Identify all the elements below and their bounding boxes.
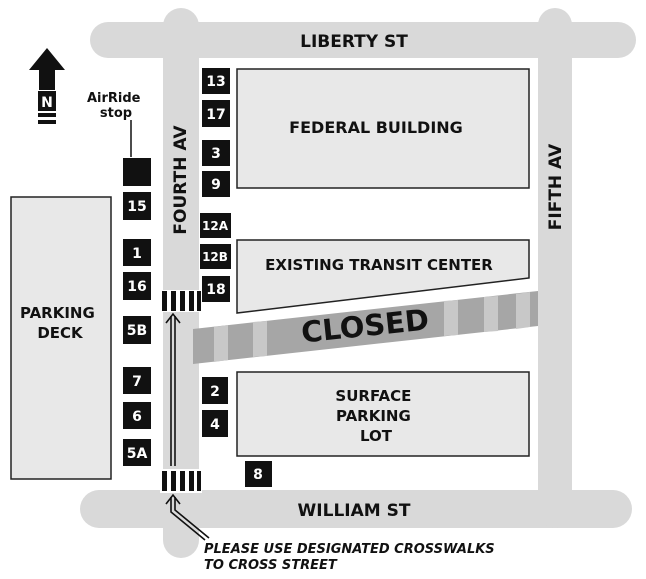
stop-3: 3 bbox=[211, 146, 221, 162]
surface-lot-label: SURFACE PARKING LOT bbox=[335, 387, 416, 445]
closed-stripe bbox=[214, 325, 228, 362]
closed-road: CLOSED bbox=[193, 291, 538, 364]
airride-stop-marker bbox=[123, 158, 151, 186]
closed-stripe bbox=[253, 321, 267, 357]
liberty-st-label: LIBERTY ST bbox=[300, 32, 408, 52]
stop-2: 2 bbox=[210, 384, 220, 400]
buildings: FEDERAL BUILDING EXISTING TRANSIT CENTER… bbox=[10, 68, 530, 480]
airride-stop: AirRide stop bbox=[87, 91, 151, 186]
surface-lot-line-1: SURFACE bbox=[335, 387, 411, 405]
stop-16: 16 bbox=[127, 279, 146, 295]
airride-line-2: stop bbox=[100, 106, 132, 121]
stop-13: 13 bbox=[206, 74, 225, 90]
bus-stops-west: 15 1 16 5B 7 6 5A bbox=[123, 192, 151, 466]
closed-label: CLOSED bbox=[299, 302, 430, 349]
liberty-st-road bbox=[90, 22, 636, 58]
airride-label: AirRide stop bbox=[87, 91, 145, 121]
crosswalk-note-text: PLEASE USE DESIGNATED CROSSWALKS TO CROS… bbox=[204, 542, 499, 573]
stop-7: 7 bbox=[132, 374, 142, 390]
crosswalk-note-line-2: TO CROSS STREET bbox=[204, 558, 338, 573]
bus-stops-east: 13 17 3 9 12A 12B 18 2 4 8 bbox=[200, 68, 272, 487]
fifth-av-road bbox=[538, 8, 572, 528]
fifth-av-label: FIFTH AV bbox=[546, 143, 566, 230]
existing-transit-center bbox=[236, 239, 530, 314]
crosswalk-note-line-1: PLEASE USE DESIGNATED CROSSWALKS bbox=[204, 542, 495, 557]
transit-center-label: EXISTING TRANSIT CENTER bbox=[265, 256, 493, 274]
stop-12a: 12A bbox=[202, 219, 229, 233]
stop-8: 8 bbox=[253, 467, 263, 483]
fourth-av-road bbox=[163, 8, 199, 558]
roads bbox=[80, 8, 636, 558]
fourth-av-label: FOURTH AV bbox=[171, 125, 191, 235]
stop-17: 17 bbox=[206, 107, 225, 123]
parking-deck-line-2: DECK bbox=[37, 324, 84, 342]
stop-9: 9 bbox=[211, 177, 221, 193]
closed-stripe bbox=[516, 292, 530, 329]
north-arrow-icon: N bbox=[29, 48, 65, 124]
william-st-road bbox=[80, 490, 632, 528]
surface-lot-line-3: LOT bbox=[360, 427, 393, 445]
william-st-label: WILLIAM ST bbox=[298, 501, 411, 521]
parking-deck-line-1: PARKING bbox=[20, 304, 95, 322]
stop-12b: 12B bbox=[202, 250, 228, 264]
crosswalk-note: PLEASE USE DESIGNATED CROSSWALKS TO CROS… bbox=[204, 542, 499, 573]
stop-6: 6 bbox=[132, 409, 142, 425]
federal-building bbox=[236, 68, 530, 189]
surface-lot-line-2: PARKING bbox=[336, 407, 411, 425]
crosswalk-path bbox=[165, 312, 210, 541]
street-labels: LIBERTY ST WILLIAM ST FOURTH AV FIFTH AV bbox=[171, 32, 566, 521]
closed-stripe bbox=[484, 296, 498, 332]
airride-line-1: AirRide bbox=[87, 91, 141, 106]
stop-5a: 5A bbox=[127, 446, 148, 462]
surface-parking-lot bbox=[236, 371, 530, 457]
closed-stripe bbox=[444, 300, 458, 336]
crosswalks bbox=[160, 290, 210, 541]
stop-1: 1 bbox=[132, 246, 142, 262]
stop-4: 4 bbox=[210, 417, 220, 433]
crosswalk-south bbox=[160, 469, 202, 493]
parking-deck bbox=[10, 196, 112, 480]
stop-5b: 5B bbox=[127, 323, 147, 339]
stop-15: 15 bbox=[127, 199, 146, 215]
crosswalk-north bbox=[160, 290, 202, 312]
parking-deck-label: PARKING DECK bbox=[20, 304, 100, 342]
federal-building-label: FEDERAL BUILDING bbox=[289, 118, 463, 137]
stop-18: 18 bbox=[206, 282, 225, 298]
north-label: N bbox=[41, 95, 53, 111]
